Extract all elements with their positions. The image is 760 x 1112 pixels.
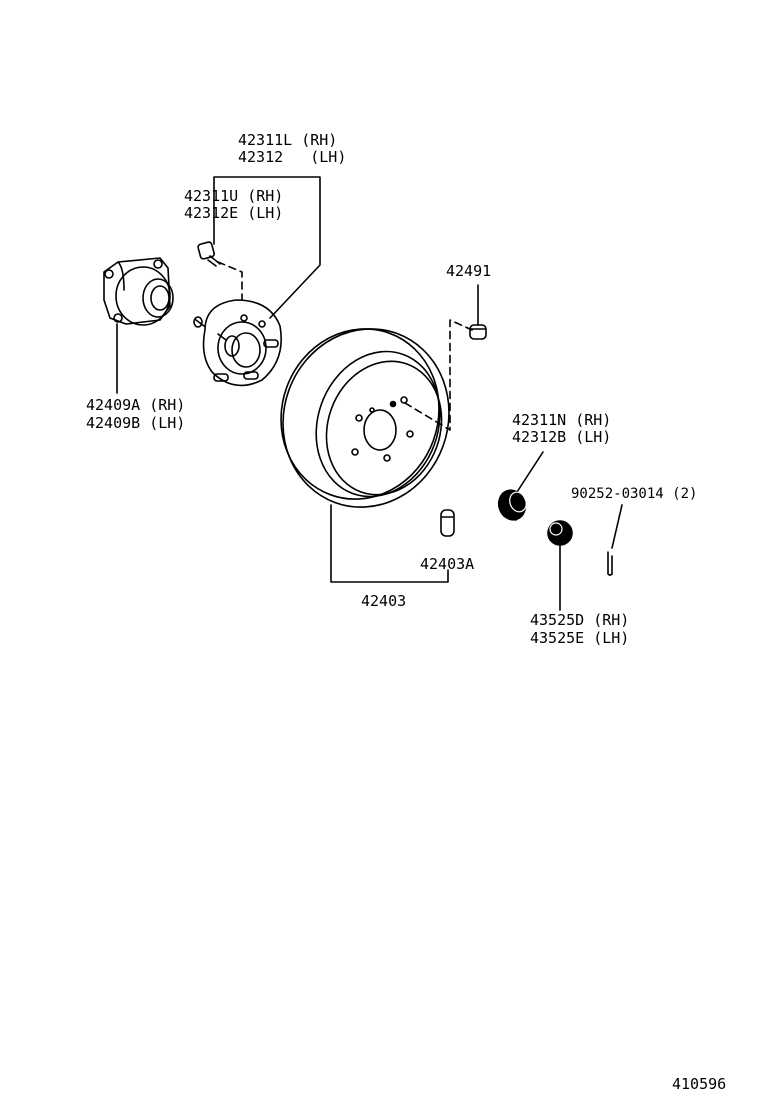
hub-bearing-lh-label: 42409B (LH) <box>86 414 186 432</box>
hub-bolt-set-rh-label: 42311L (RH) <box>238 131 338 149</box>
drum-assembly-label: 42403 <box>361 592 407 610</box>
drum-stud-icon <box>440 509 455 537</box>
hub-bolt-lh-label: 42312E (LH) <box>184 204 284 222</box>
grease-cap-icon <box>547 520 573 546</box>
hub-bolt-rh-label: 42311U (RH) <box>184 187 284 205</box>
dashed-connectors <box>217 261 473 431</box>
hub-bearing-rh-label: 42409A (RH) <box>86 396 186 414</box>
hub-bearing-icon <box>103 257 174 326</box>
cotter-pin-label: 90252-03014 (2) <box>571 486 698 502</box>
hub-nut-icon <box>497 489 527 521</box>
hole-plug-label: 42491 <box>446 262 492 280</box>
drum-part-label: 42403A <box>420 555 475 573</box>
hole-plug-icon <box>469 324 487 340</box>
hub-bolt-icon <box>197 241 221 267</box>
brake-drum-icon <box>280 328 450 508</box>
hub-flange-icon <box>193 299 282 387</box>
leader-lines <box>116 176 623 611</box>
cotter-pin-icon <box>607 551 613 576</box>
cap-rh-label: 43525D (RH) <box>530 611 630 629</box>
hub-nut-rh-label: 42311N (RH) <box>512 411 612 429</box>
hub-nut-lh-label: 42312B (LH) <box>512 428 612 446</box>
hub-bolt-set-lh-label: 42312 (LH) <box>238 148 347 166</box>
diagram-number: 410596 <box>672 1075 727 1093</box>
cap-lh-label: 43525E (LH) <box>530 629 630 647</box>
